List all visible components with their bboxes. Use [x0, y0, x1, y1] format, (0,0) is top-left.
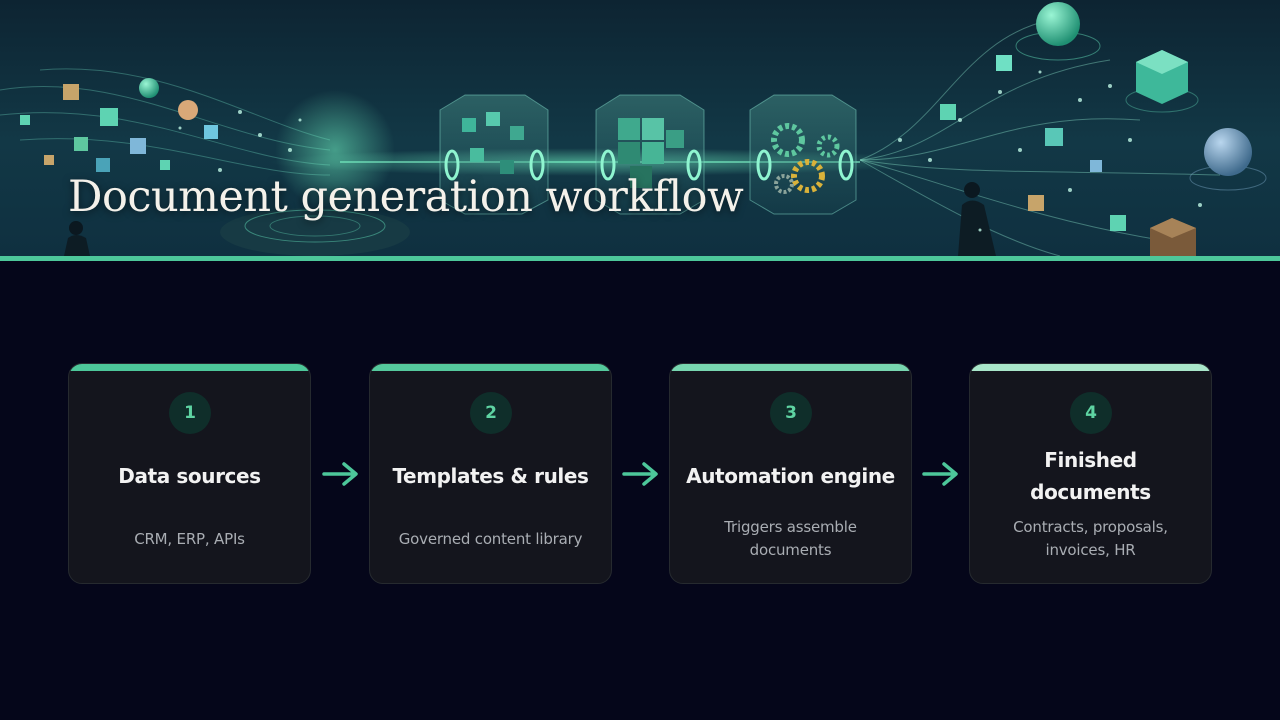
step-title: Templates & rules [392, 464, 589, 488]
data-network-illustration [0, 2, 1267, 256]
step-title: Automation engine [686, 464, 895, 488]
step-description: Governed content library [398, 530, 583, 548]
arrow-right-icon [922, 462, 958, 486]
workflow-step-card: 1 Data sources CRM, ERP, APIs [68, 363, 311, 584]
step-description: Triggers assemble documents [724, 518, 857, 559]
step-number-badge: 3 [770, 392, 812, 434]
workflow-step-card: 2 Templates & rules Governed content lib… [369, 363, 612, 584]
card-accent-bar [970, 364, 1211, 371]
card-accent-bar [670, 364, 911, 371]
workflow-step-card: 3 Automation engine Triggers assemble do… [669, 363, 912, 584]
arrow-right-icon [322, 462, 358, 486]
step-number-badge: 2 [470, 392, 512, 434]
step-description: Contracts, proposals, invoices, HR [1013, 518, 1168, 559]
page-title: Document generation workflow [68, 172, 744, 222]
workflow-step-card: 4 Finished documents Contracts, proposal… [969, 363, 1212, 584]
header-banner: Document generation workflow [0, 0, 1280, 256]
step-number-badge: 1 [169, 392, 211, 434]
step-title: Finished documents [1030, 448, 1151, 504]
step-description: CRM, ERP, APIs [134, 530, 245, 548]
step-number-badge: 4 [1070, 392, 1112, 434]
step-title: Data sources [118, 464, 261, 488]
card-accent-bar [69, 364, 310, 371]
card-accent-bar [370, 364, 611, 371]
arrow-right-icon [622, 462, 658, 486]
header-divider [0, 256, 1280, 261]
